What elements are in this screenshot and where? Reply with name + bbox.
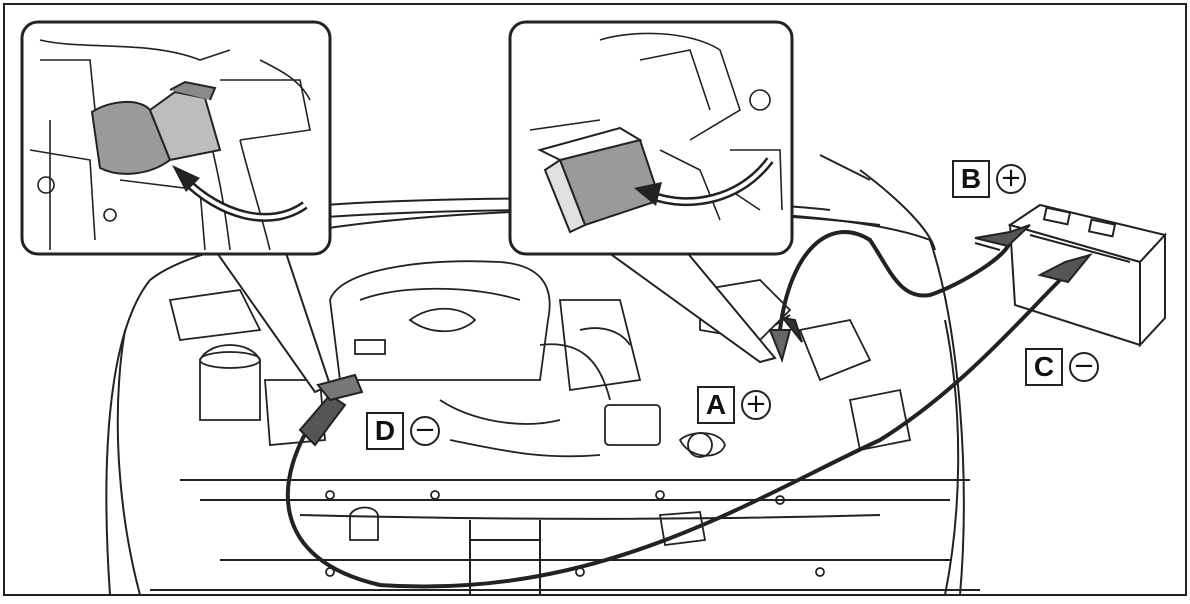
engine-bay — [168, 260, 912, 577]
inset-left-pointer — [213, 249, 332, 394]
outer-frame — [3, 3, 1187, 596]
clamp-d — [298, 373, 364, 447]
label-a: A + — [697, 386, 771, 424]
inset-center — [508, 20, 794, 364]
inset-left — [20, 20, 332, 394]
jumper-cables — [285, 230, 1062, 589]
label-d: D − — [366, 412, 440, 450]
booster-battery — [1007, 203, 1167, 348]
inset-center-frame — [508, 20, 794, 256]
label-a-letter: A — [697, 386, 735, 424]
clamp-c — [1037, 253, 1093, 284]
label-b-letter: B — [952, 160, 990, 198]
cable-clamps — [298, 224, 1093, 447]
minus-icon: − — [410, 416, 440, 446]
minus-icon: − — [1069, 352, 1099, 382]
label-c-letter: C — [1025, 348, 1063, 386]
clamp-b — [974, 224, 1031, 251]
plus-icon: + — [741, 390, 771, 420]
label-b: B + — [952, 160, 1026, 198]
car-body — [105, 154, 980, 596]
label-c: C − — [1025, 348, 1099, 386]
label-d-letter: D — [366, 412, 404, 450]
clamp-a — [768, 314, 803, 364]
plus-icon: + — [996, 164, 1026, 194]
